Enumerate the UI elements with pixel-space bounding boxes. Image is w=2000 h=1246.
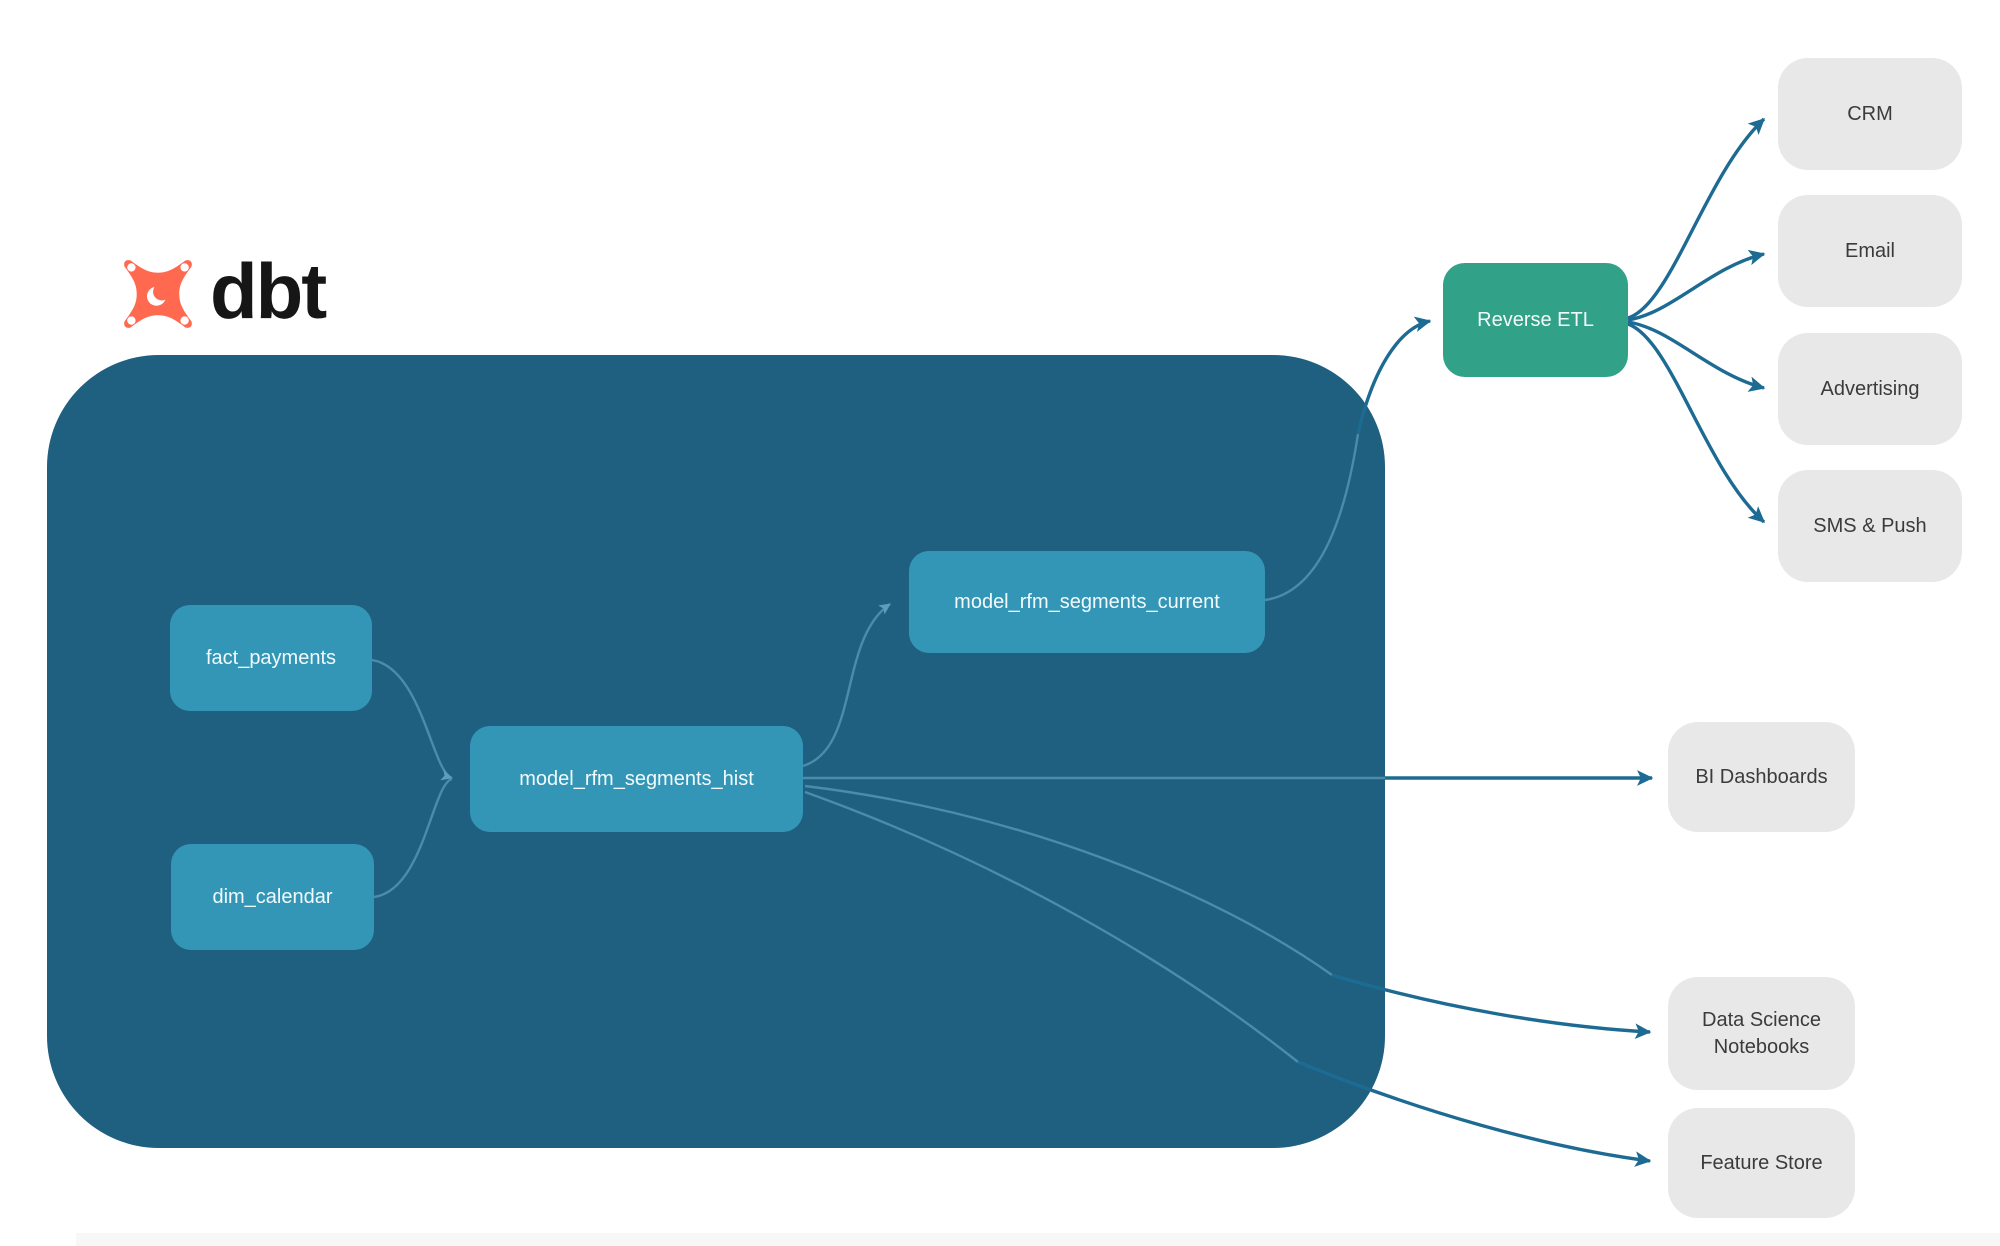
node-label: dim_calendar — [212, 885, 333, 908]
edge-reverse-etl-to-email — [1627, 249, 1766, 322]
edge-hist-to-current — [802, 603, 891, 768]
node-label: Advertising — [1820, 377, 1920, 400]
node-model-rfm-segments-hist: model_rfm_segments_hist — [470, 726, 803, 832]
edge-current-to-reverse-etl — [1356, 316, 1432, 435]
dbt-star-icon — [124, 260, 192, 328]
node-fact-payments: fact_payments — [170, 605, 372, 711]
edge-fact-payments-to-hist — [371, 658, 453, 781]
edge-reverse-etl-to-crm — [1627, 117, 1766, 320]
node-model-rfm-segments-current: model_rfm_segments_current — [909, 551, 1265, 653]
edge-hist-to-feature-store-internal — [804, 790, 1299, 1063]
edge-hist-to-feature-store — [1297, 1060, 1652, 1167]
edge-reverse-etl-to-advertising — [1627, 320, 1766, 392]
edge-dim-calendar-to-hist — [373, 777, 453, 899]
node-bi-dashboards: BI Dashboards — [1668, 722, 1855, 832]
node-email: Email — [1778, 195, 1962, 307]
node-feature-store: Feature Store — [1668, 1108, 1855, 1218]
node-advertising: Advertising — [1778, 333, 1962, 445]
node-sms-push: SMS & Push — [1778, 470, 1962, 582]
dbt-logo: dbt — [120, 247, 327, 336]
node-label: Reverse ETL — [1477, 308, 1594, 331]
node-label: CRM — [1847, 102, 1893, 125]
node-label: model_rfm_segments_current — [954, 590, 1220, 613]
node-label: Data Science Notebooks — [1702, 1008, 1821, 1058]
edge-hist-to-data-science-notebooks — [1331, 973, 1652, 1039]
bottom-section-edge — [76, 1233, 2000, 1246]
edge-reverse-etl-to-sms-push — [1627, 322, 1766, 524]
node-crm: CRM — [1778, 58, 1962, 170]
node-label: Email — [1844, 239, 1895, 262]
node-label: Feature Store — [1700, 1151, 1823, 1174]
edge-current-to-reverse-etl-internal — [1264, 433, 1360, 602]
node-reverse-etl: Reverse ETL — [1443, 263, 1628, 377]
node-label: fact_payments — [205, 646, 337, 669]
node-label: BI Dashboards — [1695, 765, 1828, 788]
node-label: model_rfm_segments_hist — [519, 767, 754, 790]
dbt-logo-text: dbt — [210, 247, 327, 335]
node-label: SMS & Push — [1813, 514, 1927, 537]
node-data-science-notebooks: Data Science Notebooks — [1668, 977, 1855, 1090]
edge-hist-to-notebooks-internal — [804, 784, 1333, 976]
node-dim-calendar: dim_calendar — [171, 844, 374, 950]
